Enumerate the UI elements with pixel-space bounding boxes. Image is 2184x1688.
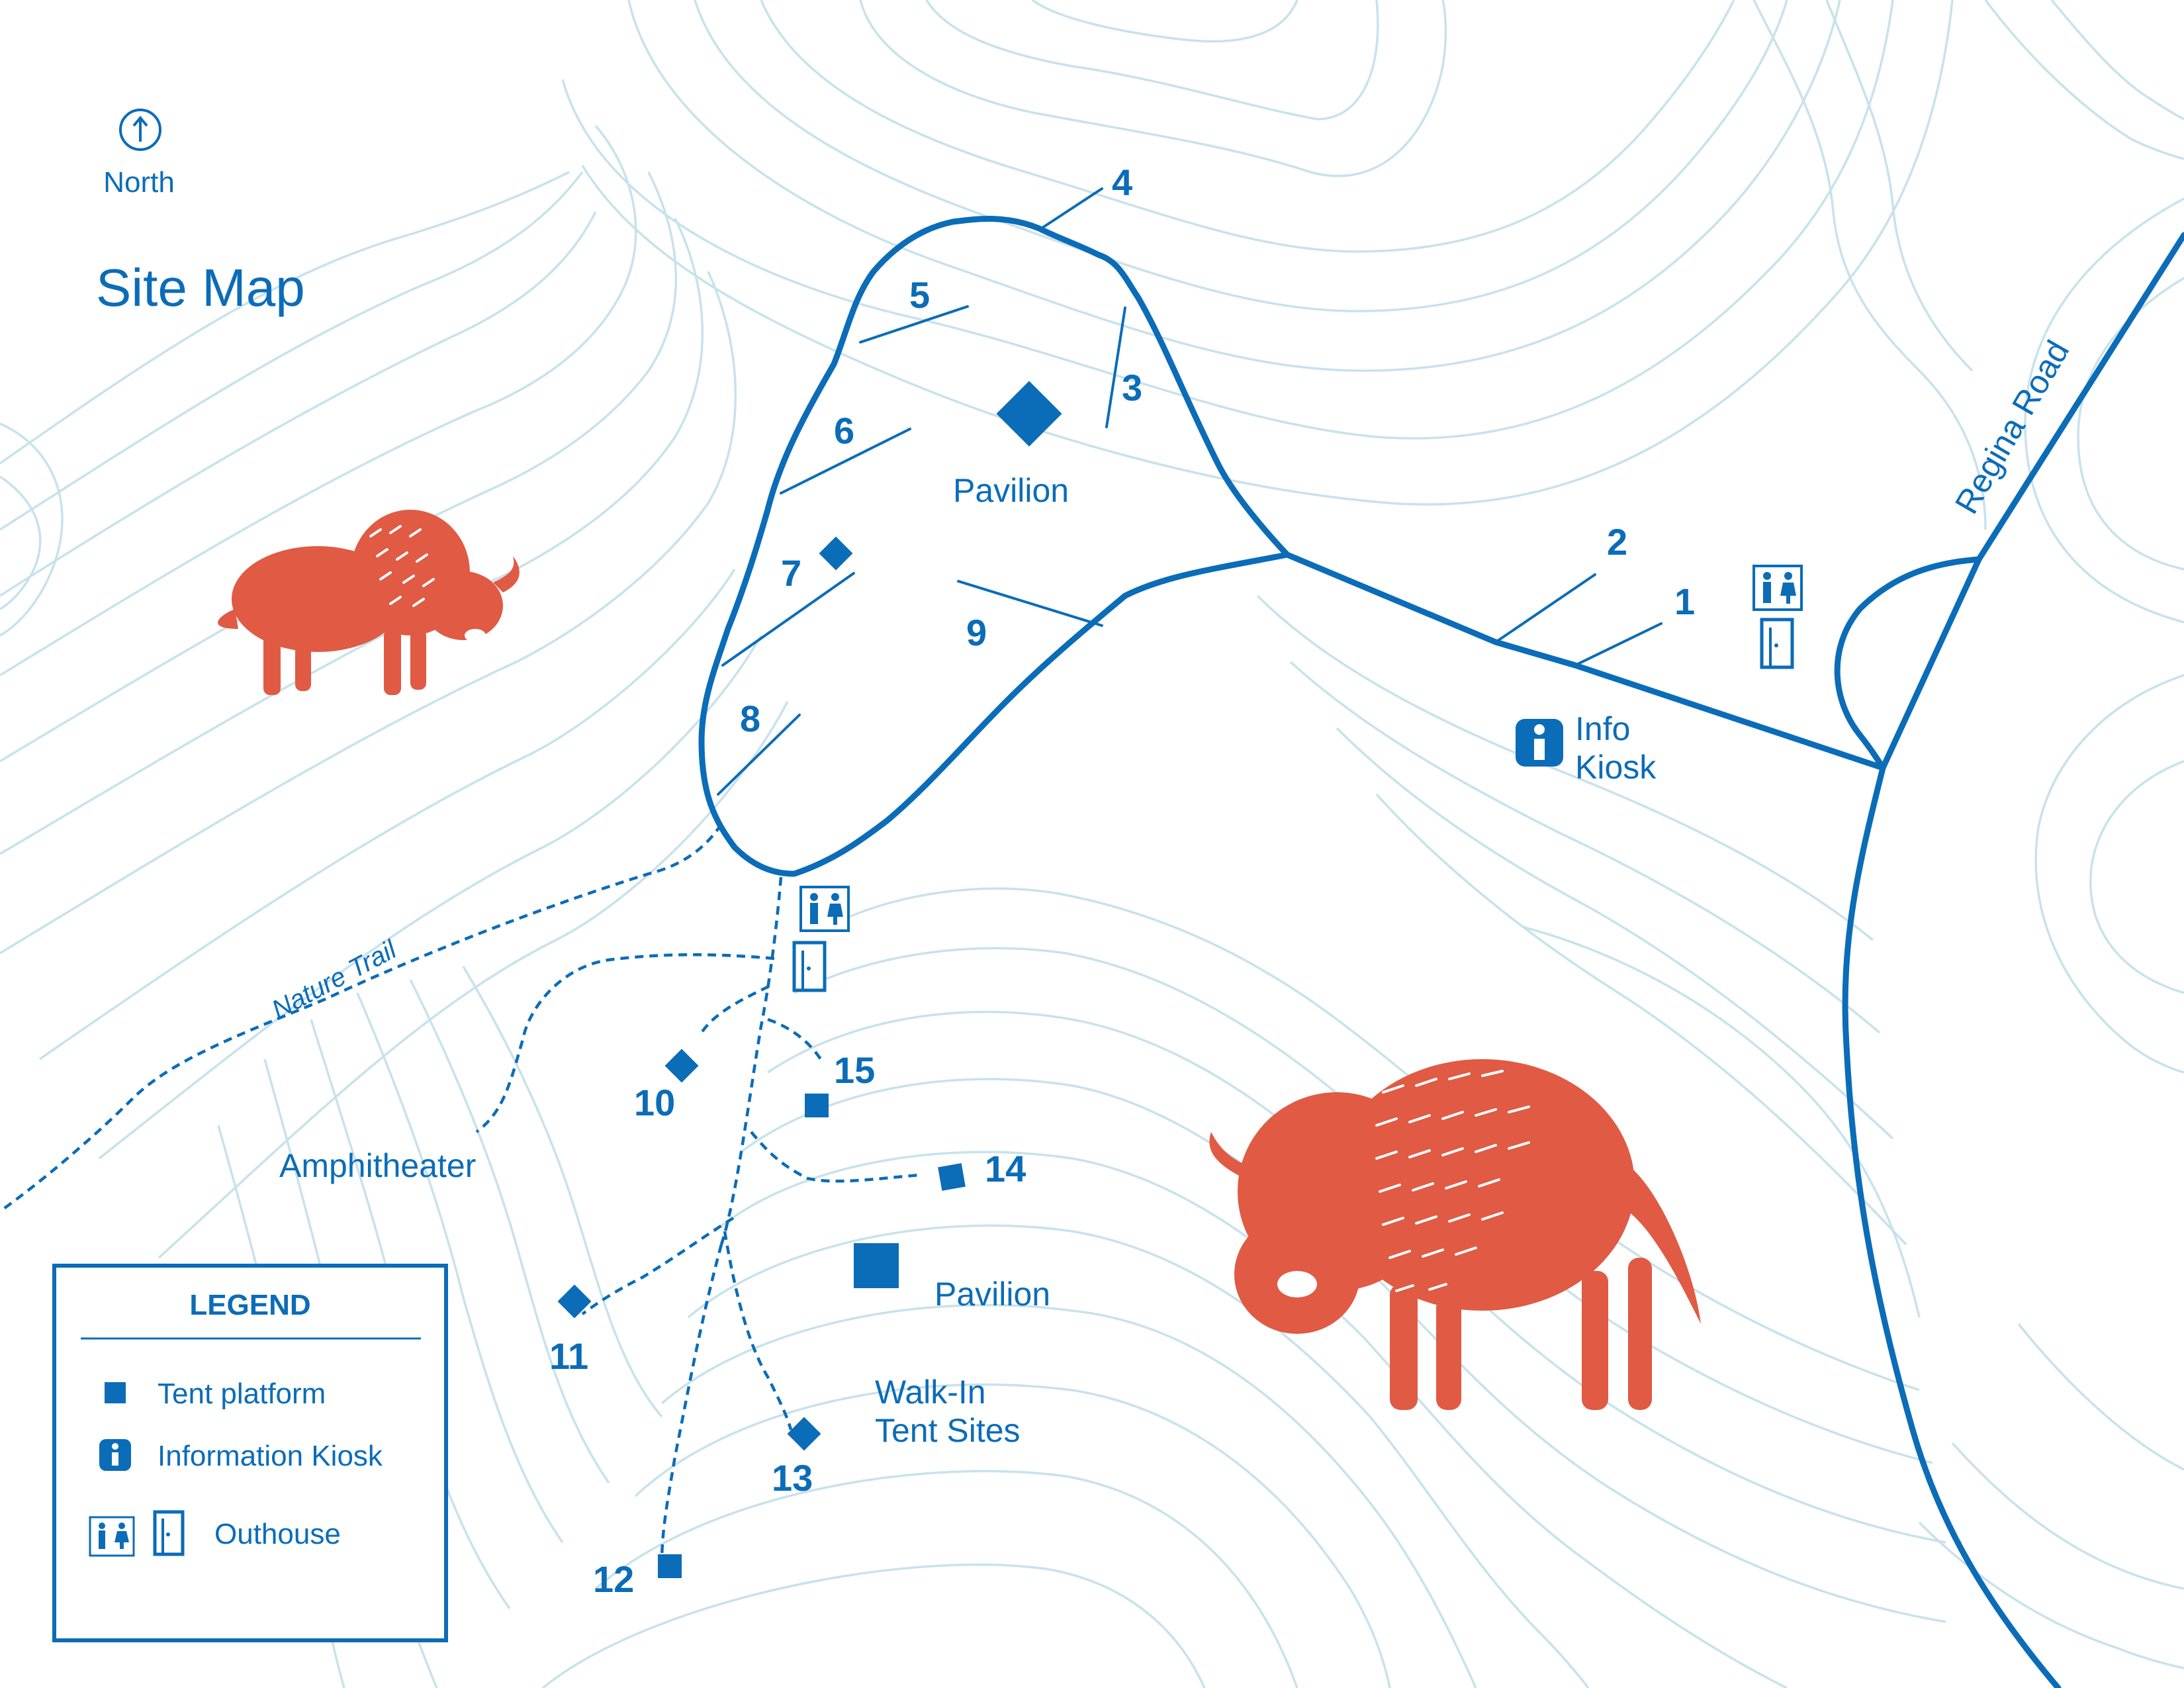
trail-to-amphitheater xyxy=(475,953,775,1133)
walk-in-label-line2: Tent Sites xyxy=(875,1412,1021,1449)
trail-to-13 xyxy=(723,1231,793,1430)
outhouse-icon xyxy=(792,941,827,992)
north-label: North xyxy=(103,166,175,199)
tent-platform-13 xyxy=(787,1417,821,1451)
tent-platform-10 xyxy=(664,1049,699,1083)
site-number-13: 13 xyxy=(772,1457,813,1499)
site-spurs xyxy=(717,187,1662,796)
regina-road xyxy=(1842,232,2184,1688)
campground-loop xyxy=(698,216,1291,877)
restroom-icon xyxy=(1752,565,1803,611)
site-number-14: 14 xyxy=(985,1148,1026,1190)
nature-trail-label: Nature Trail xyxy=(267,935,402,1025)
site-numbers: 1 2 3 4 5 6 7 8 9 10 11 12 13 14 15 xyxy=(549,162,1695,1600)
info-kiosk-label-line2: Kiosk xyxy=(1575,749,1657,786)
page-title: Site Map xyxy=(96,258,305,317)
tent-platforms xyxy=(557,381,1062,1578)
spur-1 xyxy=(1574,622,1662,667)
info-kiosk-icon xyxy=(1516,719,1563,767)
tent-platform-11 xyxy=(557,1284,592,1319)
outhouse-icon xyxy=(153,1510,185,1556)
restroom-icon xyxy=(89,1516,135,1557)
pavilion-lower xyxy=(854,1243,899,1288)
restroom-icon xyxy=(799,886,850,932)
tent-platform-15 xyxy=(805,1094,829,1117)
spur-7 xyxy=(721,572,855,667)
trail-to-12 xyxy=(660,1244,723,1563)
entrance-road xyxy=(1284,551,1886,771)
bison-illustration-right xyxy=(1209,1059,1701,1410)
north-arrow-icon xyxy=(119,109,161,151)
regina-road-turnout xyxy=(1834,556,1982,771)
spur-8 xyxy=(717,714,801,796)
trail-to-10 xyxy=(700,984,770,1034)
site-number-11: 11 xyxy=(549,1335,588,1377)
roads xyxy=(698,216,2184,1688)
spur-9 xyxy=(957,580,1103,627)
site-number-5: 5 xyxy=(909,274,930,316)
pavilion-upper xyxy=(996,381,1062,447)
bison-illustration-left xyxy=(218,510,520,695)
walk-in-label-line1: Walk-In xyxy=(875,1374,986,1411)
legend-title: LEGEND xyxy=(189,1289,310,1321)
tent-platform-icon xyxy=(105,1382,126,1403)
tent-platform-7 xyxy=(819,536,853,571)
spur-2 xyxy=(1494,573,1596,643)
spur-4 xyxy=(1041,187,1103,229)
amphitheater-label: Amphitheater xyxy=(279,1147,476,1184)
site-number-2: 2 xyxy=(1607,521,1627,563)
legend-item-information-kiosk: Information Kiosk xyxy=(158,1440,383,1472)
spur-6 xyxy=(780,428,911,494)
legend-item-tent-platform: Tent platform xyxy=(158,1378,326,1410)
site-number-1: 1 xyxy=(1674,581,1695,622)
info-kiosk-label-line1: Info xyxy=(1575,710,1630,747)
site-number-7: 7 xyxy=(781,552,801,594)
tent-platform-14 xyxy=(938,1163,966,1191)
trail-to-15 xyxy=(767,1017,822,1060)
walk-in-trunk xyxy=(719,876,783,1245)
pavilion-upper-label: Pavilion xyxy=(953,472,1069,509)
legend-item-outhouse: Outhouse xyxy=(214,1518,341,1550)
site-number-15: 15 xyxy=(834,1049,875,1091)
site-number-12: 12 xyxy=(593,1558,634,1600)
spur-3 xyxy=(1105,306,1126,428)
regina-road-label: Regina Road xyxy=(1948,334,2076,520)
outhouse-icon xyxy=(1760,618,1794,669)
site-number-8: 8 xyxy=(740,698,760,739)
spur-5 xyxy=(859,305,969,344)
nature-trail xyxy=(0,823,723,1213)
site-number-4: 4 xyxy=(1112,162,1132,203)
site-number-10: 10 xyxy=(634,1082,675,1123)
info-kiosk-icon xyxy=(99,1439,131,1471)
site-number-6: 6 xyxy=(834,410,854,451)
site-number-3: 3 xyxy=(1122,367,1142,408)
legend: LEGEND Tent platform Information Kiosk O… xyxy=(52,1264,448,1642)
pavilion-lower-label: Pavilion xyxy=(934,1276,1050,1313)
trail-to-14 xyxy=(750,1131,921,1183)
trails xyxy=(0,823,921,1563)
trail-to-11 xyxy=(581,1217,735,1315)
site-number-9: 9 xyxy=(966,612,987,653)
tent-platform-12 xyxy=(658,1554,682,1578)
